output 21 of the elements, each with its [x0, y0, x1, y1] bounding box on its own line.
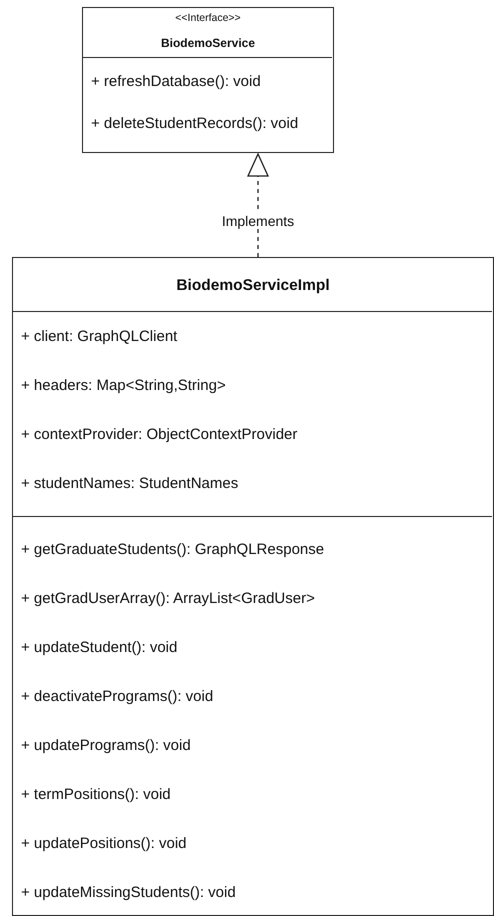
- stereotype-label: <<Interface>>: [174, 12, 242, 24]
- method-text: + updatePrograms(): void: [21, 737, 191, 754]
- method-text: + deactivatePrograms(): void: [21, 688, 214, 706]
- method-text: + getGradUserArray(): ArrayList<GradUser>: [21, 590, 315, 608]
- attribute-text: + contextProvider: ObjectContextProvider: [21, 426, 298, 444]
- method-text: + termPositions(): void: [21, 786, 171, 804]
- method-text: + getGraduateStudents(): GraphQLResponse: [21, 541, 324, 558]
- class-box: [82, 7, 334, 153]
- attribute-text: + client: GraphQLClient: [21, 328, 178, 346]
- attribute-text: + studentNames: StudentNames: [21, 475, 238, 492]
- method-text: + updatePositions(): void: [21, 835, 187, 852]
- method-text: + deleteStudentRecords(): void: [91, 115, 298, 132]
- realization-arrow: [247, 153, 269, 257]
- method-text: + refreshDatabase(): void: [91, 73, 261, 90]
- class-name: BiodemoServiceImpl: [175, 276, 331, 294]
- class-box: [12, 257, 494, 916]
- class-name: BiodemoService: [160, 36, 256, 51]
- edge-label: Implements: [220, 213, 296, 230]
- method-text: + updateMissingStudents(): void: [21, 884, 236, 902]
- attribute-text: + headers: Map<String,String>: [21, 377, 226, 394]
- method-text: + updateStudent(): void: [21, 639, 178, 656]
